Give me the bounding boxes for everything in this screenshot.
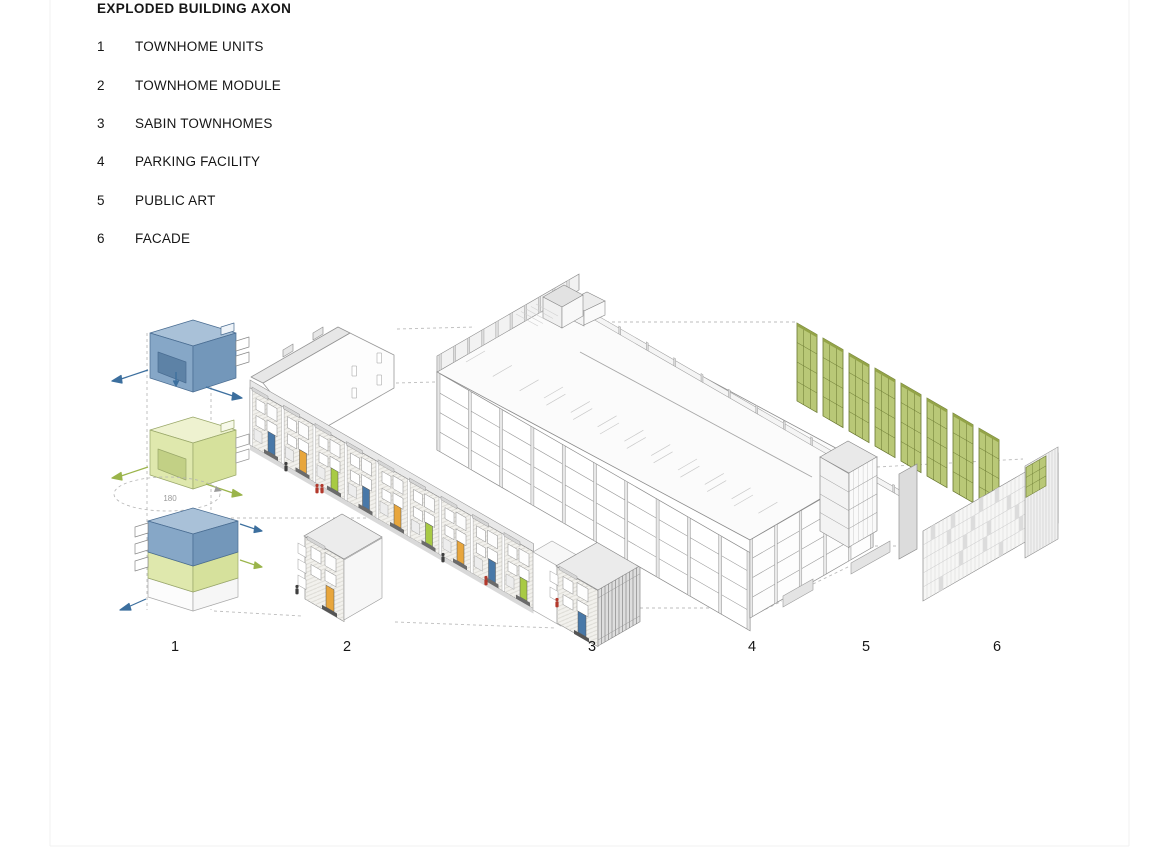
facade-flat-panel (898, 463, 918, 560)
legend-num-5: 5 (97, 192, 105, 208)
legend-label-3: SABIN TOWNHOMES (135, 116, 273, 131)
callout-6: 6 (992, 639, 1002, 655)
callout-4: 4 (747, 639, 757, 655)
legend-label-4: PARKING FACILITY (135, 154, 261, 169)
parking-stripes (465, 350, 778, 514)
legend-label-1: TOWNHOME UNITS (135, 39, 264, 54)
legend-label-2: TOWNHOME MODULE (135, 77, 282, 93)
page-title: EXPLODED BUILDING AXON (97, 1, 292, 16)
legend-num-1: 1 (97, 39, 105, 54)
legend-label-6: FACADE (135, 231, 191, 246)
facade-corner-screen (1024, 446, 1059, 559)
callout-5: 5 (861, 639, 871, 655)
parking-facility-drawing (436, 273, 917, 632)
townhome-units-diagram: 180 (111, 319, 263, 612)
callout-3: 3 (587, 639, 597, 655)
legend-label-5: PUBLIC ART (135, 192, 216, 208)
rotation-ellipse: 180 (113, 476, 222, 512)
sabin-townhomes-row (249, 379, 641, 648)
facade-wall-drawing (898, 446, 1059, 602)
unit-blue-top-module (149, 319, 250, 393)
callout-2: 2 (342, 639, 352, 655)
legend-num-2: 2 (97, 77, 105, 93)
unit-green-module (149, 416, 250, 490)
legend-num-4: 4 (97, 154, 105, 169)
page-border (49, 0, 1130, 847)
stair-tower (542, 284, 606, 329)
callout-1: 1 (170, 639, 180, 655)
wall-slabs (782, 540, 891, 608)
unit-stacked-module (134, 507, 239, 612)
ramp-hatch (515, 303, 559, 327)
corner-tower (819, 440, 878, 549)
rotation-angle-label: 180 (163, 494, 177, 503)
townhome-module-drawing (297, 513, 383, 623)
legend-num-6: 6 (97, 231, 105, 246)
legend-num-3: 3 (97, 116, 105, 131)
